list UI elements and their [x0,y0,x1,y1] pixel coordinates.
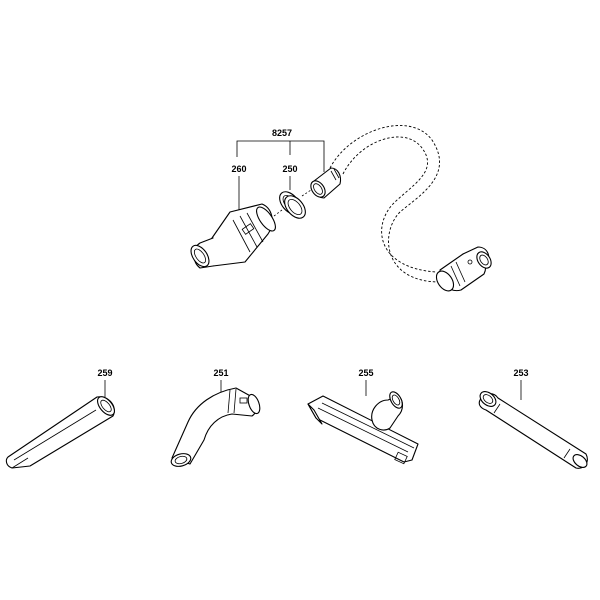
extension-tube-253 [478,391,588,469]
axis-line-2 [273,209,283,217]
callout-251: 251 [213,368,229,392]
label-8257: 8257 [272,128,292,138]
leader-8257 [236,140,325,172]
callout-255: 255 [358,368,374,396]
label-260: 260 [231,164,246,174]
axis-line [301,189,312,197]
crevice-nozzle-259 [5,396,115,469]
label-251: 251 [213,368,228,378]
callout-259: 259 [97,368,113,398]
ring-250 [279,191,306,219]
callout-253: 253 [513,368,529,400]
callout-8257: 8257 [236,128,325,172]
label-259: 259 [97,368,112,378]
label-255: 255 [358,368,373,378]
hose-phantom [329,125,441,283]
adapter-260 [190,203,276,269]
label-253: 253 [513,368,528,378]
callout-260: 260 [231,164,247,214]
hose-cuff [310,167,342,199]
label-250: 250 [282,164,297,174]
floor-nozzle-255 [307,391,419,465]
elbow-251 [170,387,261,467]
callout-250: 250 [282,164,298,190]
hose-end-fitting [435,246,492,292]
